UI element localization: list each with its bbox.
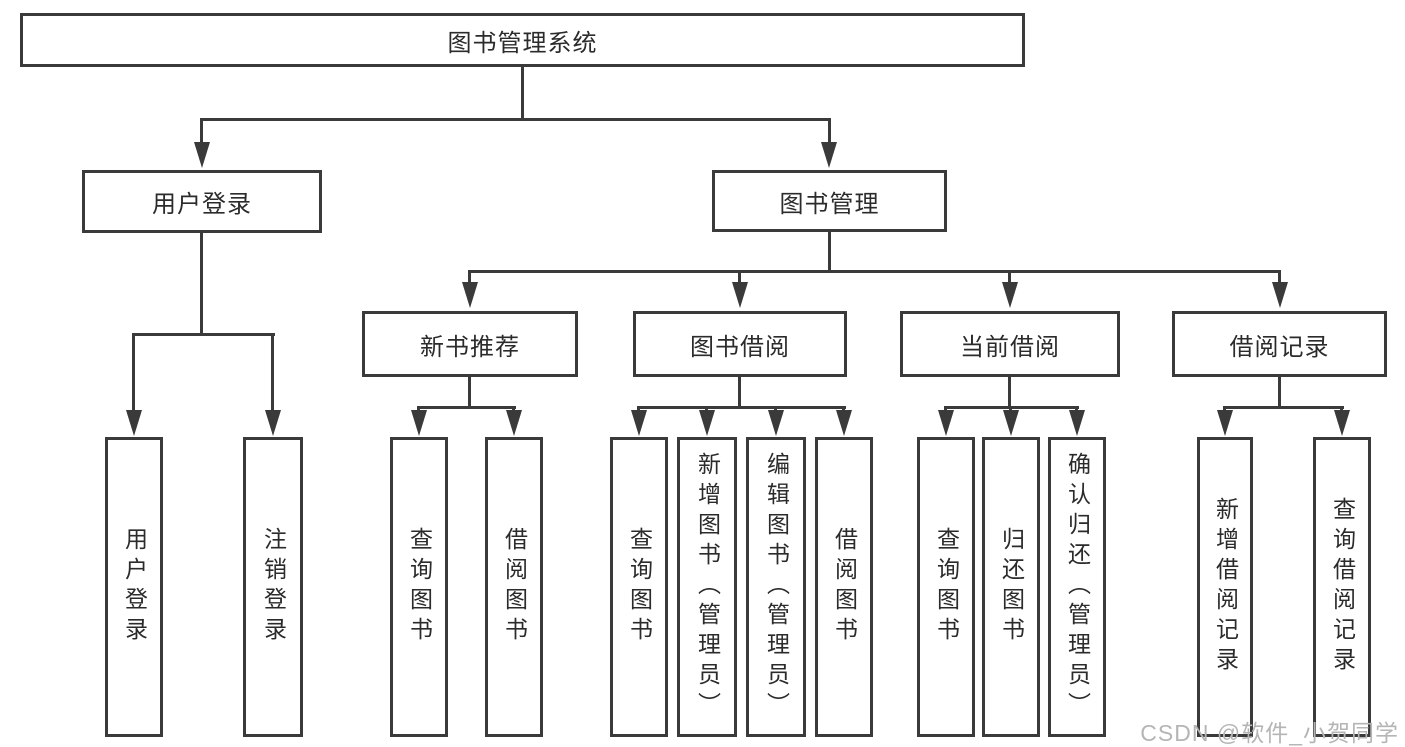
connector-line xyxy=(1278,377,1281,408)
connector-line xyxy=(1008,377,1011,408)
node-borrowing-records: 借阅记录 xyxy=(1172,311,1387,377)
connector-line xyxy=(468,270,1281,273)
leaf-label: 查询图书 xyxy=(626,527,653,647)
node-leaf-edit-books-admin: 编辑图书（管理员） xyxy=(746,437,806,737)
leaf-label: 新增借阅记录 xyxy=(1212,497,1239,677)
connector-line xyxy=(521,67,524,120)
node-leaf-add-borrow-record: 新增借阅记录 xyxy=(1197,437,1253,737)
node-leaf-logout: 注销登录 xyxy=(243,437,303,737)
arrow-down-icon xyxy=(1272,282,1288,308)
arrow-down-icon xyxy=(462,282,478,308)
node-leaf-user-login: 用户登录 xyxy=(105,437,163,737)
connector-line xyxy=(738,270,741,286)
node-leaf-query-books-3: 查询图书 xyxy=(917,437,975,737)
connector-line xyxy=(417,406,516,409)
arrow-down-icon xyxy=(821,142,837,168)
connector-line xyxy=(828,232,831,272)
connector-line xyxy=(468,270,471,286)
connector-line xyxy=(1223,406,1344,409)
connector-line xyxy=(1008,270,1011,286)
arrow-down-icon xyxy=(938,410,954,436)
leaf-label: 查询借阅记录 xyxy=(1329,497,1356,677)
leaf-label: 查询图书 xyxy=(406,527,433,647)
node-leaf-borrow-books-2: 借阅图书 xyxy=(815,437,873,737)
node-leaf-query-books-2: 查询图书 xyxy=(610,437,668,737)
leaf-label: 新增图书（管理员） xyxy=(694,452,721,722)
arrow-down-icon xyxy=(1334,410,1350,436)
arrow-down-icon xyxy=(732,282,748,308)
csdn-watermark: CSDN @软件_小贺同学 xyxy=(1140,720,1399,746)
arrow-down-icon xyxy=(1002,282,1018,308)
leaf-label: 确认归还（管理员） xyxy=(1064,452,1091,722)
node-user-login: 用户登录 xyxy=(82,170,322,233)
connector-line xyxy=(132,333,135,413)
leaf-label: 编辑图书（管理员） xyxy=(763,452,790,722)
node-leaf-add-books-admin: 新增图书（管理员） xyxy=(677,437,737,737)
arrow-down-icon xyxy=(1217,410,1233,436)
node-current-borrowing: 当前借阅 xyxy=(900,311,1120,377)
connector-line xyxy=(271,333,274,413)
node-root: 图书管理系统 xyxy=(20,13,1025,67)
arrow-down-icon xyxy=(1069,410,1085,436)
leaf-label: 借阅图书 xyxy=(501,527,528,647)
arrow-down-icon xyxy=(126,410,142,436)
node-new-book-recommend: 新书推荐 xyxy=(362,311,578,377)
arrow-down-icon xyxy=(768,410,784,436)
leaf-label: 借阅图书 xyxy=(831,527,858,647)
connector-line xyxy=(1278,270,1281,286)
connector-line xyxy=(200,233,203,336)
node-book-management: 图书管理 xyxy=(712,170,947,232)
leaf-label: 注销登录 xyxy=(260,527,287,647)
connector-line xyxy=(468,377,471,408)
connector-line xyxy=(132,333,275,336)
arrow-down-icon xyxy=(631,410,647,436)
arrow-down-icon xyxy=(194,142,210,168)
node-leaf-query-borrow-record: 查询借阅记录 xyxy=(1313,437,1371,737)
node-leaf-confirm-return-admin: 确认归还（管理员） xyxy=(1048,437,1106,737)
node-leaf-query-books-1: 查询图书 xyxy=(390,437,448,737)
arrow-down-icon xyxy=(265,410,281,436)
node-leaf-return-books: 归还图书 xyxy=(982,437,1040,737)
leaf-label: 查询图书 xyxy=(933,527,960,647)
arrow-down-icon xyxy=(506,410,522,436)
arrow-down-icon xyxy=(836,410,852,436)
leaf-label: 归还图书 xyxy=(998,527,1025,647)
node-book-borrowing: 图书借阅 xyxy=(633,311,847,377)
arrow-down-icon xyxy=(699,410,715,436)
node-leaf-borrow-books-1: 借阅图书 xyxy=(485,437,543,737)
connector-line xyxy=(200,118,831,121)
connector-line xyxy=(828,118,831,146)
arrow-down-icon xyxy=(1003,410,1019,436)
connector-line xyxy=(200,118,203,146)
connector-line xyxy=(738,377,741,408)
connector-line xyxy=(637,406,846,409)
leaf-label: 用户登录 xyxy=(121,527,148,647)
arrow-down-icon xyxy=(411,410,427,436)
